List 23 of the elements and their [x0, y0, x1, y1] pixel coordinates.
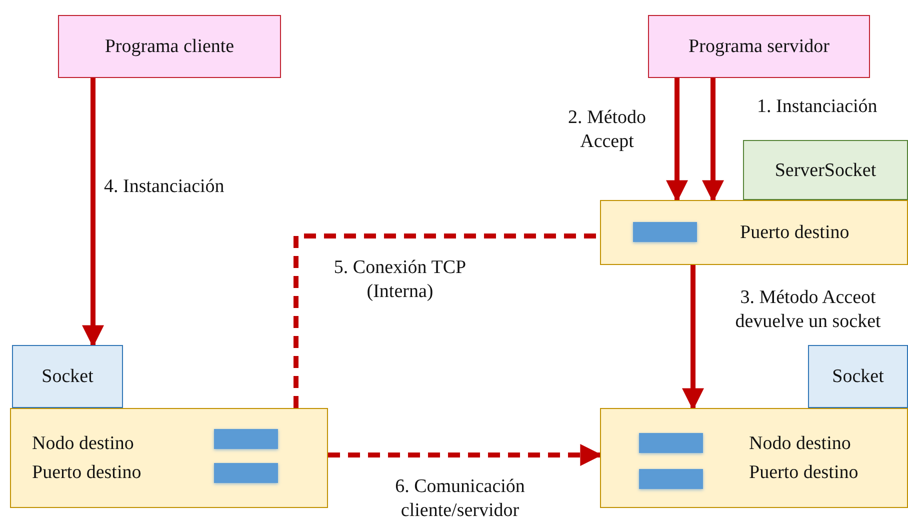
node-text: ServerSocket — [774, 158, 876, 182]
program-box — [58, 15, 281, 78]
arrow — [702, 78, 724, 202]
node-text: Socket — [832, 365, 884, 389]
class-box — [743, 140, 908, 200]
class-box — [808, 345, 908, 408]
node-text: Programa servidor — [688, 35, 830, 59]
node-text: Programa cliente — [104, 35, 234, 59]
program-box — [648, 15, 870, 78]
arrow — [82, 78, 104, 348]
class-box — [12, 345, 123, 408]
dashed-arrow — [328, 444, 602, 466]
node-text: Socket — [42, 365, 94, 389]
port-box — [600, 200, 908, 265]
node-text: Puerto destino — [740, 221, 850, 245]
arrow — [666, 78, 688, 202]
node-text: Puerto destino — [749, 461, 858, 485]
arrow — [682, 265, 704, 410]
node-text: Nodo destino — [32, 432, 134, 456]
node-text: Nodo destino — [749, 432, 851, 456]
node-text: Puerto destino — [32, 461, 142, 485]
port-box — [10, 408, 328, 508]
port-box — [600, 408, 908, 508]
